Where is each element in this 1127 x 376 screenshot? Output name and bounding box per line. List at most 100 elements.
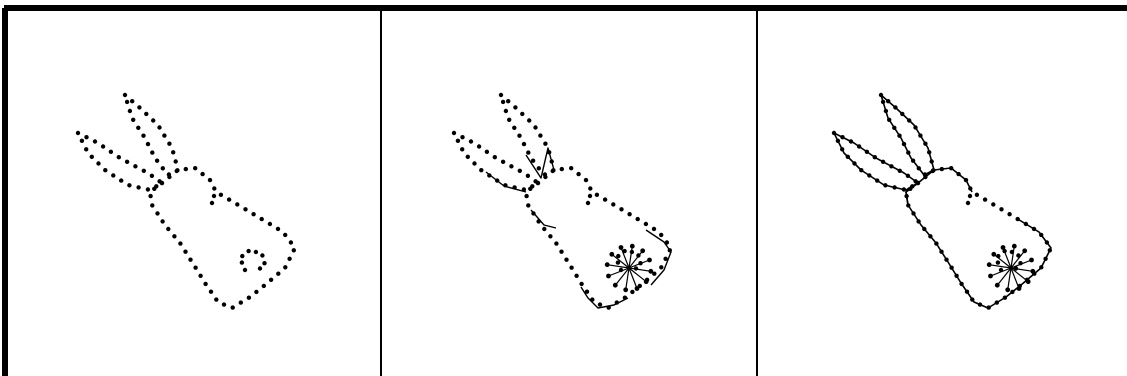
left-ear-dot: [526, 174, 530, 178]
star-tip-dot: [648, 269, 653, 274]
body-dot: [598, 302, 602, 306]
left-ear-dot: [501, 160, 505, 164]
body-dot: [239, 300, 243, 304]
body-dot: [247, 296, 251, 300]
tail-dot: [246, 249, 250, 253]
tail-dot: [996, 260, 1000, 264]
right-ear-dot: [150, 150, 154, 154]
right-ear-dot: [538, 133, 542, 137]
body-dot: [292, 248, 296, 252]
body-dot: [155, 211, 159, 215]
body-dot: [636, 217, 640, 221]
right-ear-dot: [543, 142, 547, 146]
right-ear-dot: [128, 109, 132, 113]
right-ear-dot: [162, 133, 166, 137]
left-ear-dot: [469, 139, 473, 143]
body-dot: [630, 290, 634, 294]
body-dot: [627, 212, 631, 216]
body-dot: [276, 272, 280, 276]
body-dot: [659, 265, 663, 269]
body-dot: [150, 203, 154, 207]
right-ear-dot: [533, 125, 537, 129]
body-dot: [564, 258, 568, 262]
star-tip-dot: [995, 283, 1000, 288]
star-tip-dot: [1029, 258, 1034, 263]
left-ear-dot: [485, 150, 489, 154]
left-ear-dot: [103, 168, 107, 172]
star-tip-dot: [1030, 269, 1035, 274]
body-dot: [166, 227, 170, 231]
body-dot: [287, 257, 291, 261]
right-ear-dot: [136, 126, 140, 130]
body-dot: [536, 181, 540, 185]
right-ear-dot: [167, 142, 171, 146]
left-ear-dot: [80, 139, 84, 143]
inner-dot: [212, 194, 216, 198]
body-dot: [588, 186, 592, 190]
right-ear-dot: [174, 159, 178, 163]
star-tip-dot: [1001, 245, 1006, 250]
star-tip-dot: [1026, 279, 1031, 284]
body-dot: [554, 241, 558, 245]
inner-dot: [210, 201, 214, 205]
right-ear-dot: [537, 166, 541, 170]
body-dot: [160, 219, 164, 223]
body-dot: [208, 178, 212, 182]
left-ear-dot: [136, 185, 140, 189]
left-ear-dot: [466, 155, 470, 159]
left-ear-dot: [109, 150, 113, 154]
body-dot: [542, 227, 546, 231]
tail-dot: [240, 254, 244, 258]
body-dot: [184, 167, 188, 171]
body-dot: [209, 290, 213, 294]
star-tip-dot: [609, 252, 614, 257]
body-dot: [235, 202, 239, 206]
body-dot: [268, 222, 272, 226]
body-dot: [193, 166, 197, 170]
right-ear-dot: [130, 99, 134, 103]
body-dot: [152, 187, 156, 191]
body-dot: [188, 258, 192, 262]
right-ear-dot: [506, 99, 510, 103]
body-dot: [560, 167, 564, 171]
body-dot: [1007, 212, 1011, 216]
right-ear-dot: [527, 118, 531, 122]
body-dot: [619, 207, 623, 211]
body-dot: [214, 297, 218, 301]
body-dot: [603, 197, 607, 201]
body-dot: [644, 222, 648, 226]
body-dot: [524, 194, 528, 198]
body-dot: [172, 234, 176, 238]
left-ear-dot: [460, 135, 464, 139]
body-dot: [548, 234, 552, 238]
right-ear-dot: [517, 134, 521, 138]
left-ear-dot: [96, 161, 100, 165]
star-tip-dot: [613, 283, 618, 288]
star-tip-dot: [623, 287, 628, 292]
body-dot: [198, 274, 202, 278]
body-dot: [148, 194, 152, 198]
tail-dot: [258, 266, 262, 270]
left-ear-dot: [84, 147, 88, 151]
body-dot: [269, 278, 273, 282]
star-tip-dot: [1005, 287, 1010, 292]
left-ear-dot: [509, 164, 513, 168]
tail-dot: [254, 250, 258, 254]
star-tip-dot: [987, 262, 992, 267]
right-ear-dot: [504, 109, 508, 113]
star-tip-dot: [991, 252, 996, 257]
right-ear-dot: [146, 142, 150, 146]
left-ear-dot: [472, 161, 476, 165]
left-ear-dot: [460, 147, 464, 151]
body-dot: [175, 169, 179, 173]
right-ear-dot: [531, 159, 535, 163]
right-ear-dot: [522, 142, 526, 146]
left-ear-dot: [133, 164, 137, 168]
inner-dot: [588, 194, 592, 198]
star-tip-dot: [619, 245, 624, 250]
body-dot: [528, 187, 532, 191]
star-tip-dot: [988, 274, 993, 279]
right-ear-dot: [513, 105, 517, 109]
